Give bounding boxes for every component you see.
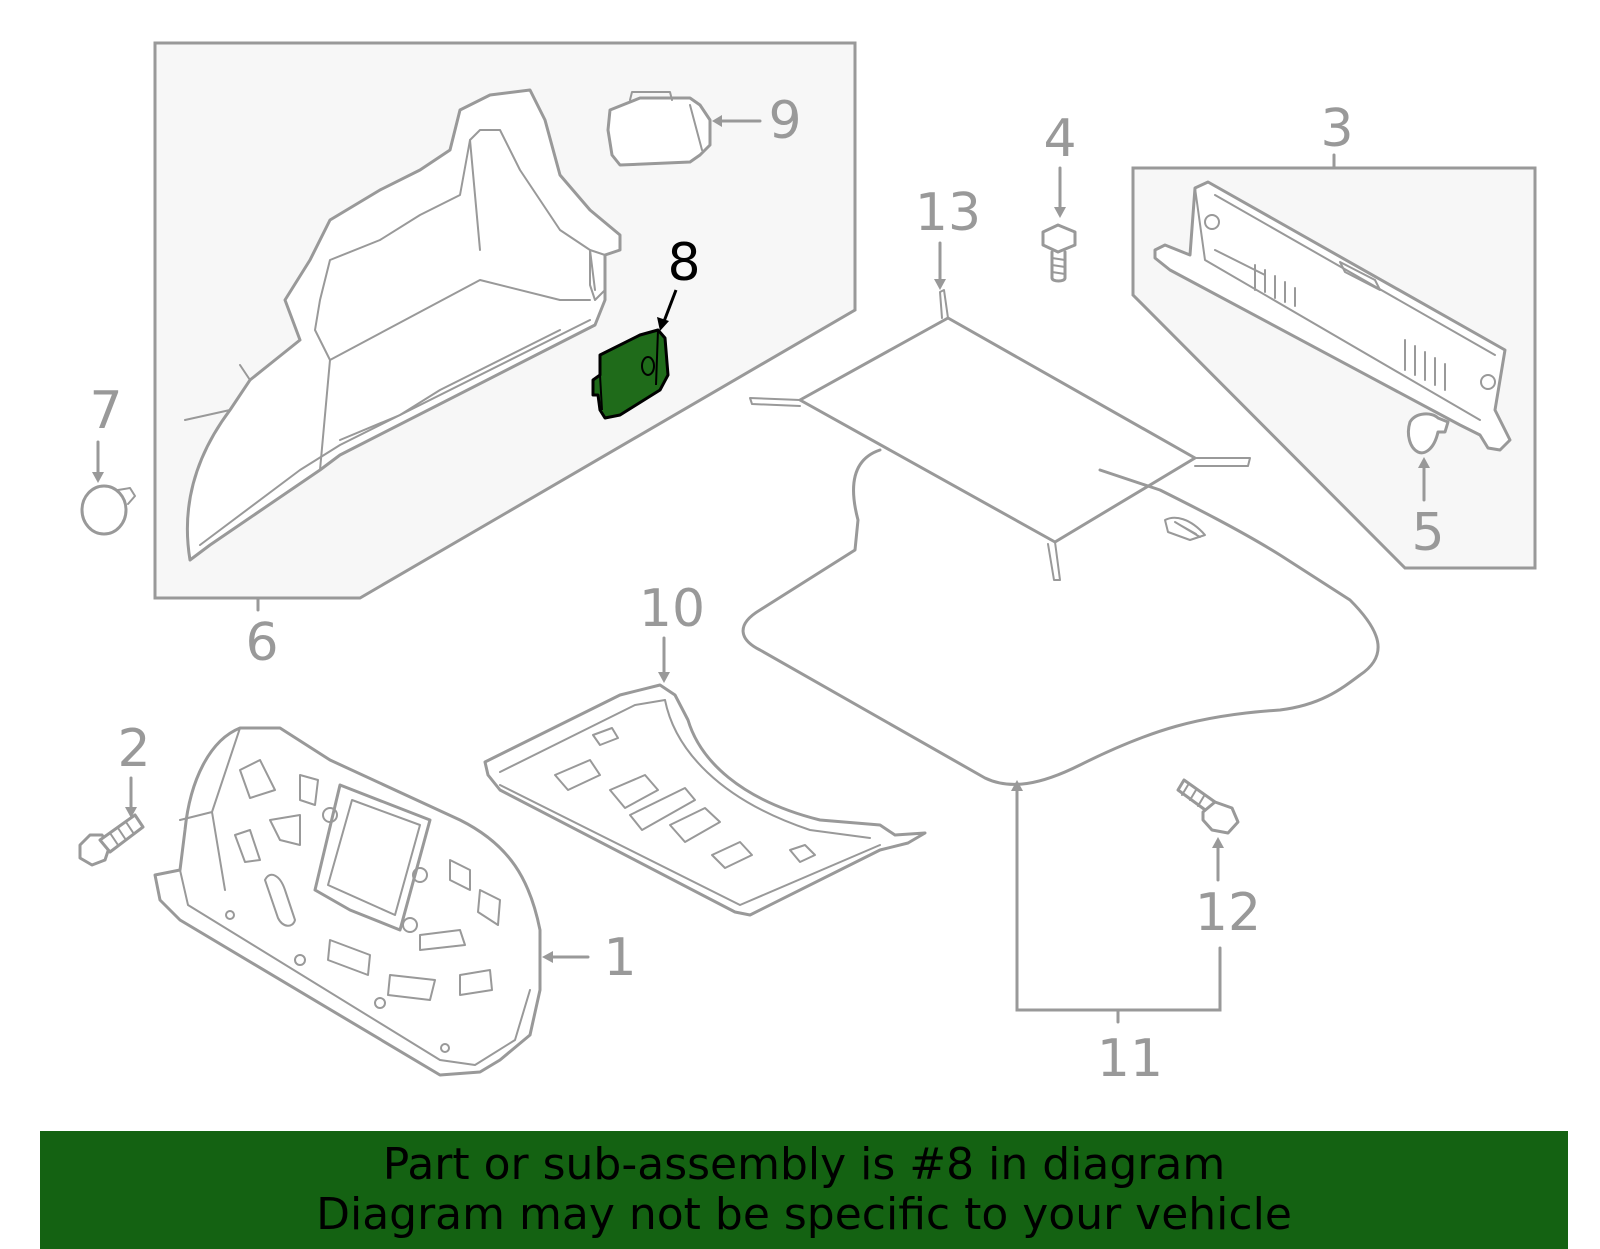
arrowhead-10 (658, 672, 670, 683)
bolt-part-2 (78, 813, 145, 867)
info-banner: Part or sub-assembly is #8 in diagram Di… (40, 1131, 1568, 1249)
callout-2: 2 (117, 719, 150, 779)
arrowhead-1 (542, 951, 553, 963)
cover-part-9 (606, 91, 712, 167)
highlighted-part-8 (591, 328, 670, 420)
leader-8 (661, 289, 678, 325)
leader-11 (1015, 786, 1222, 1024)
arrowhead-11 (1011, 780, 1023, 791)
callout-9: 9 (768, 91, 801, 151)
arrowhead-9 (712, 115, 722, 127)
callout-11: 11 (1097, 1029, 1163, 1089)
floor-cover-part-10 (483, 683, 927, 917)
trunk-panel-part-1 (153, 726, 542, 1077)
arrowhead-2 (125, 807, 137, 818)
cargo-net-part-13 (749, 289, 1251, 581)
arrowhead-7 (92, 472, 104, 483)
callout-7: 7 (89, 381, 122, 441)
arrowhead-13 (934, 279, 946, 290)
quarter-trim-panel-part-6 (184, 88, 622, 562)
clip-part-5 (1406, 412, 1450, 455)
bolt-part-12 (1176, 778, 1240, 835)
callout-1: 1 (603, 928, 636, 988)
arrowhead-8 (657, 317, 669, 331)
sill-plate-part-3 (1153, 180, 1512, 452)
arrowhead-4 (1054, 207, 1066, 218)
callout-3: 3 (1320, 99, 1353, 159)
banner-line-disclaimer: Diagram may not be specific to your vehi… (316, 1189, 1292, 1240)
callout-8-highlighted: 8 (667, 233, 700, 293)
callout-4: 4 (1043, 109, 1076, 169)
callout-6: 6 (245, 613, 278, 673)
bolt-part-4 (1041, 223, 1077, 283)
arrowhead-12 (1212, 837, 1224, 848)
trunk-mat-part-11 (741, 448, 1380, 786)
callout-13: 13 (915, 183, 981, 243)
callout-5: 5 (1411, 503, 1444, 563)
banner-line-part-number: Part or sub-assembly is #8 in diagram (382, 1139, 1226, 1190)
clip-part-7 (80, 484, 136, 536)
callout-12: 12 (1195, 883, 1261, 943)
arrowhead-5 (1418, 457, 1430, 468)
callout-10: 10 (639, 579, 705, 639)
